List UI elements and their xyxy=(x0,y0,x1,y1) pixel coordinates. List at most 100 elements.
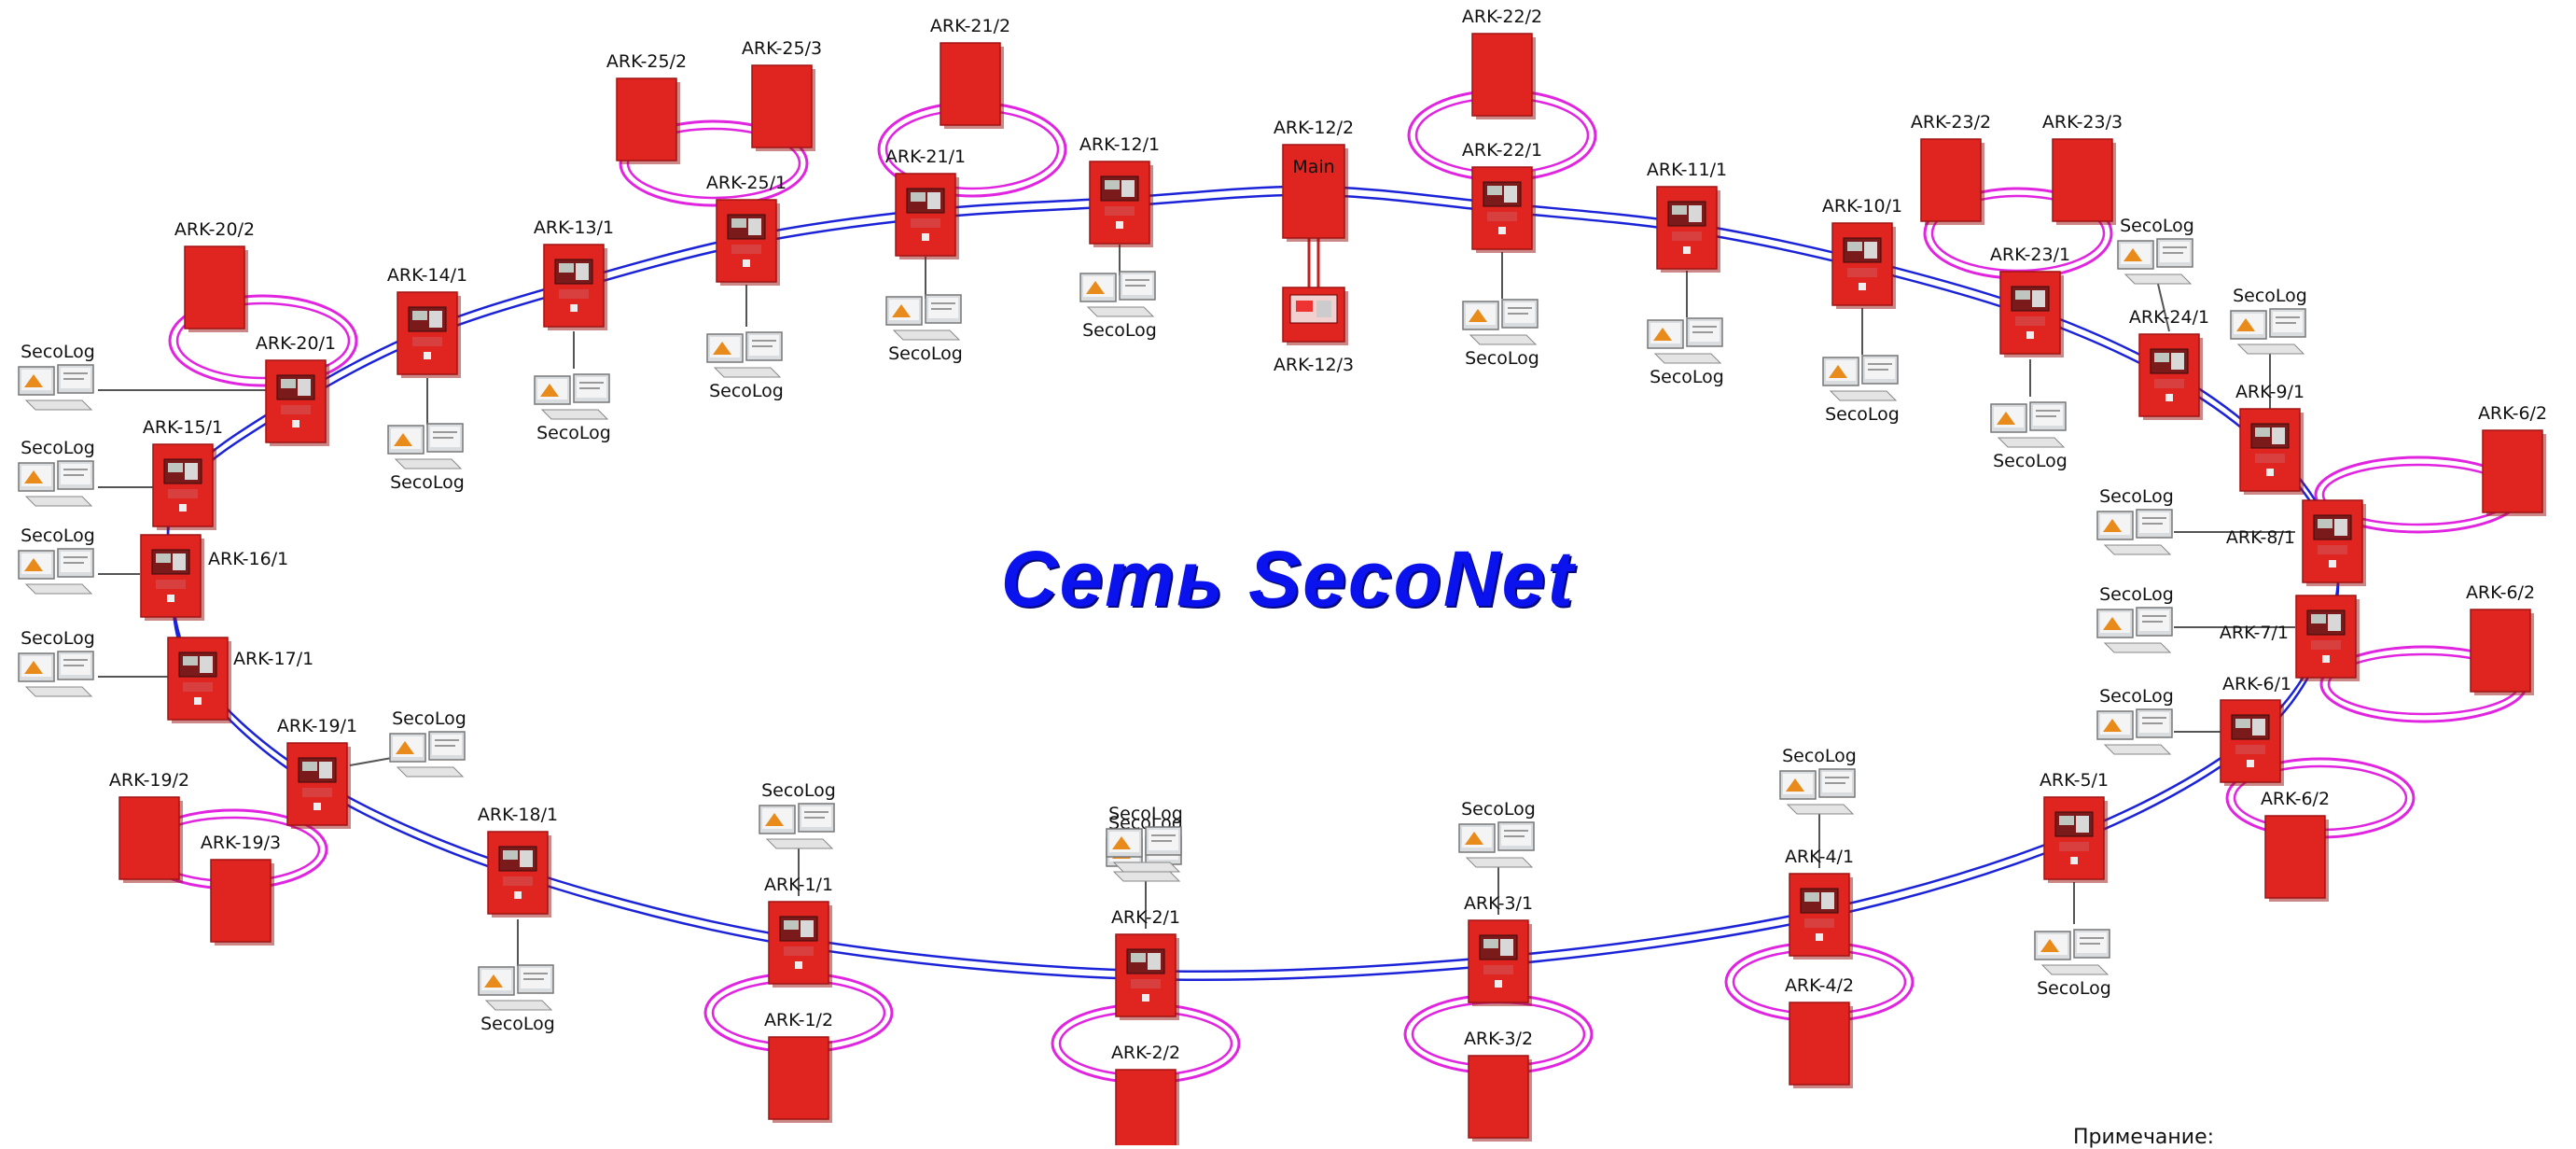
panel-ark-18-1[interactable]: ARK-18/1 xyxy=(478,805,558,918)
secolog-label: SecoLog xyxy=(1782,746,1857,766)
secolog-label: SecoLog xyxy=(1461,799,1536,820)
panel-label: ARK-11/1 xyxy=(1647,160,1727,180)
secolog-workstation[interactable]: SecoLog xyxy=(759,780,836,849)
panel-ark-1-2[interactable]: ARK-1/2 xyxy=(764,1010,833,1123)
panel-ark-22-2[interactable]: ARK-22/2 xyxy=(1462,7,1542,119)
secolog-workstation[interactable]: SecoLog xyxy=(387,423,465,493)
panel-label: ARK-22/1 xyxy=(1462,140,1542,161)
panel-label: ARK-6/2 xyxy=(2478,403,2547,424)
panel-ark-20-2[interactable]: ARK-20/2 xyxy=(174,219,255,332)
panel-ark-21-1[interactable]: ARK-21/1 xyxy=(885,147,966,259)
secolog-label: SecoLog xyxy=(21,438,95,458)
panel-ark-23-3[interactable]: ARK-23/3 xyxy=(2042,112,2123,225)
panel-ark-6-2[interactable]: ARK-6/2 xyxy=(2261,789,2330,902)
secolog-workstation[interactable]: SecoLog xyxy=(706,331,784,401)
sub-loop-inner xyxy=(175,301,351,380)
panel-label: ARK-19/3 xyxy=(201,833,281,853)
secolog-label: SecoLog xyxy=(21,525,95,546)
panel-ark-25-1[interactable]: ARK-25/1 xyxy=(706,173,787,286)
secolog-workstation[interactable]: SecoLog xyxy=(2034,929,2111,999)
panel-ark-22-1[interactable]: ARK-22/1 xyxy=(1462,140,1542,253)
note-label: Примечание: xyxy=(2073,1126,2215,1149)
panel-ark-4-1[interactable]: ARK-4/1 xyxy=(1785,847,1854,960)
main-label: Main xyxy=(1292,157,1334,177)
secolog-workstation[interactable]: SecoLog xyxy=(885,294,963,364)
secolog-workstation[interactable]: SecoLog xyxy=(1106,804,1183,873)
panel-ark-23-2[interactable]: ARK-23/2 xyxy=(1911,112,1991,225)
panel-ark-9-1[interactable]: ARK-9/1 xyxy=(2235,382,2304,495)
panel-label: ARK-12/1 xyxy=(1079,134,1160,155)
secolog-workstation[interactable]: SecoLog xyxy=(1822,355,1900,425)
secolog-workstation[interactable]: SecoLog xyxy=(18,342,95,411)
secolog-label: SecoLog xyxy=(536,423,611,443)
panel-ark-21-2[interactable]: ARK-21/2 xyxy=(930,16,1010,129)
secolog-workstation[interactable]: SecoLog xyxy=(1990,401,2068,471)
panel-ark-6-1[interactable]: ARK-6/1 xyxy=(2220,674,2291,786)
panel-ark-4-2[interactable]: ARK-4/2 xyxy=(1785,975,1854,1088)
panel-ark-20-1[interactable]: ARK-20/1 xyxy=(256,333,336,446)
panel-ark-3-2[interactable]: ARK-3/2 xyxy=(1464,1029,1533,1142)
panel-label: ARK-19/1 xyxy=(277,716,357,736)
secolog-workstation[interactable]: SecoLog xyxy=(1458,799,1536,868)
panel-ark-19-1[interactable]: ARK-19/1 xyxy=(277,716,357,829)
secolog-workstation[interactable]: SecoLog xyxy=(2230,286,2307,355)
panel-ark-1-1[interactable]: ARK-1/1 xyxy=(764,875,833,988)
secolog-workstation[interactable]: SecoLog xyxy=(2096,486,2174,555)
secolog-workstation[interactable]: SecoLog xyxy=(18,525,95,595)
panel-ark-17-1[interactable]: ARK-17/1 xyxy=(167,637,313,723)
secolog-workstation[interactable]: SecoLog xyxy=(389,708,466,778)
secolog-workstation[interactable]: SecoLog xyxy=(1779,746,1857,815)
secolog-label: SecoLog xyxy=(761,780,836,801)
secolog-workstation[interactable]: SecoLog xyxy=(1647,317,1724,387)
secolog-label: SecoLog xyxy=(390,472,465,493)
panel-label: ARK-8/1 xyxy=(2226,527,2295,548)
panel-label: ARK-25/3 xyxy=(742,38,822,59)
panel-ark-6-2[interactable]: ARK-6/2 xyxy=(2478,403,2547,516)
secolog-workstation[interactable]: SecoLog xyxy=(1079,271,1157,341)
secolog-workstation[interactable]: SecoLog xyxy=(534,373,611,443)
panel-ark-3-1[interactable]: ARK-3/1 xyxy=(1464,893,1533,1006)
panel-ark-7-1[interactable]: ARK-7/1 xyxy=(2220,595,2360,681)
panel-label: ARK-14/1 xyxy=(387,265,467,286)
secolog-label: SecoLog xyxy=(21,342,95,362)
panel-ark-25-3[interactable]: ARK-25/3 xyxy=(742,38,822,151)
panel-ark-12-1[interactable]: ARK-12/1 xyxy=(1079,134,1160,247)
panel-ark-14-1[interactable]: ARK-14/1 xyxy=(387,265,467,378)
panel-ark-10-1[interactable]: ARK-10/1 xyxy=(1822,196,1902,309)
secolog-workstation[interactable]: SecoLog xyxy=(18,628,95,697)
panel-ark-6-2[interactable]: ARK-6/2 xyxy=(2466,582,2535,695)
panel-label: ARK-23/2 xyxy=(1911,112,1991,133)
panel-label: ARK-25/1 xyxy=(706,173,787,193)
secolog-workstation[interactable]: SecoLog xyxy=(2096,584,2174,653)
panel-ark-2-1[interactable]: ARK-2/1 xyxy=(1111,907,1180,1020)
secolog-workstation[interactable]: SecoLog xyxy=(18,438,95,507)
panel-ark-23-1[interactable]: ARK-23/1 xyxy=(1990,245,2070,357)
network-title: Сеть SecoNet xyxy=(1000,535,1576,623)
panel-ark-8-1[interactable]: ARK-8/1 xyxy=(2226,499,2366,586)
panel-ark-15-1[interactable]: ARK-15/1 xyxy=(143,417,223,530)
panel-label: ARK-18/1 xyxy=(478,805,558,825)
panel-ark-2-2[interactable]: ARK-2/2 xyxy=(1111,1043,1180,1145)
panel-ark-5-1[interactable]: ARK-5/1 xyxy=(2040,770,2109,883)
panel-ark-24-1[interactable]: ARK-24/1 xyxy=(2129,307,2209,420)
secolog-label: SecoLog xyxy=(2099,584,2174,605)
secolog-label: SecoLog xyxy=(2120,216,2194,236)
panel-ark-11-1[interactable]: ARK-11/1 xyxy=(1647,160,1727,273)
panel-label: ARK-4/1 xyxy=(1785,847,1854,867)
panel-ark-13-1[interactable]: ARK-13/1 xyxy=(534,217,614,330)
panel-label: ARK-3/1 xyxy=(1464,893,1533,914)
sub-loop-inner xyxy=(1930,194,2106,273)
secolog-label: SecoLog xyxy=(480,1014,555,1034)
secolog-workstation[interactable]: SecoLog xyxy=(1462,299,1539,369)
panel-label: ARK-7/1 xyxy=(2220,623,2289,643)
secolog-workstation[interactable]: SecoLog xyxy=(2096,686,2174,755)
panel-ark-19-2[interactable]: ARK-19/2 xyxy=(109,770,189,883)
panel-ark-19-3[interactable]: ARK-19/3 xyxy=(201,833,281,946)
secolog-workstation[interactable]: SecoLog xyxy=(478,964,555,1034)
panel-ark-16-1[interactable]: ARK-16/1 xyxy=(140,534,288,621)
panel-ark-25-2[interactable]: ARK-25/2 xyxy=(606,51,687,164)
secolog-workstation[interactable]: SecoLog xyxy=(2117,216,2194,285)
secolog-label: SecoLog xyxy=(1993,451,2068,471)
panel-ark-12-3[interactable]: ARK-12/3 xyxy=(1274,287,1354,375)
